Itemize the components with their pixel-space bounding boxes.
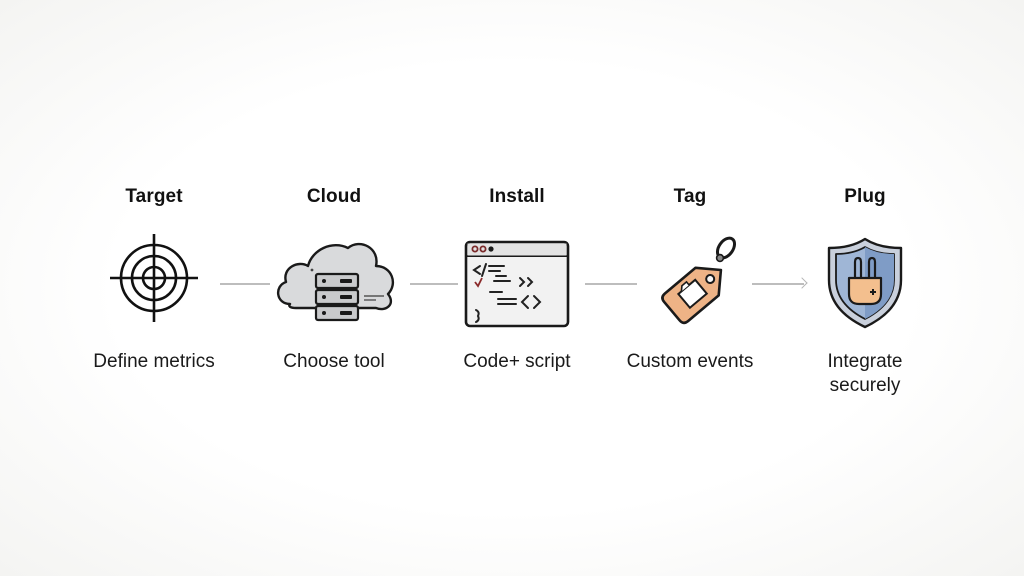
step-caption: Integrate securely (827, 351, 903, 396)
arrowhead-icon (796, 277, 808, 289)
connector-line (410, 283, 458, 285)
cloud-server-icon (272, 232, 398, 332)
connector-line (220, 283, 270, 285)
step-title: Cloud (306, 186, 362, 207)
step-caption: Choose tool (283, 351, 385, 372)
connector-line (585, 283, 637, 285)
step-caption: Define metrics (93, 351, 215, 372)
step-caption: Code+ script (463, 351, 571, 372)
target-crosshair-icon (104, 232, 204, 332)
code-window-icon (462, 238, 572, 330)
step-caption: Custom events (626, 351, 754, 372)
price-tag-icon (646, 232, 746, 332)
shield-plug-icon (825, 236, 905, 330)
step-title: Tag (673, 186, 707, 207)
step-title: Target (125, 186, 183, 207)
step-title: Plug (844, 186, 886, 207)
connector-arrow (752, 277, 808, 289)
step-title: Install (489, 186, 545, 207)
